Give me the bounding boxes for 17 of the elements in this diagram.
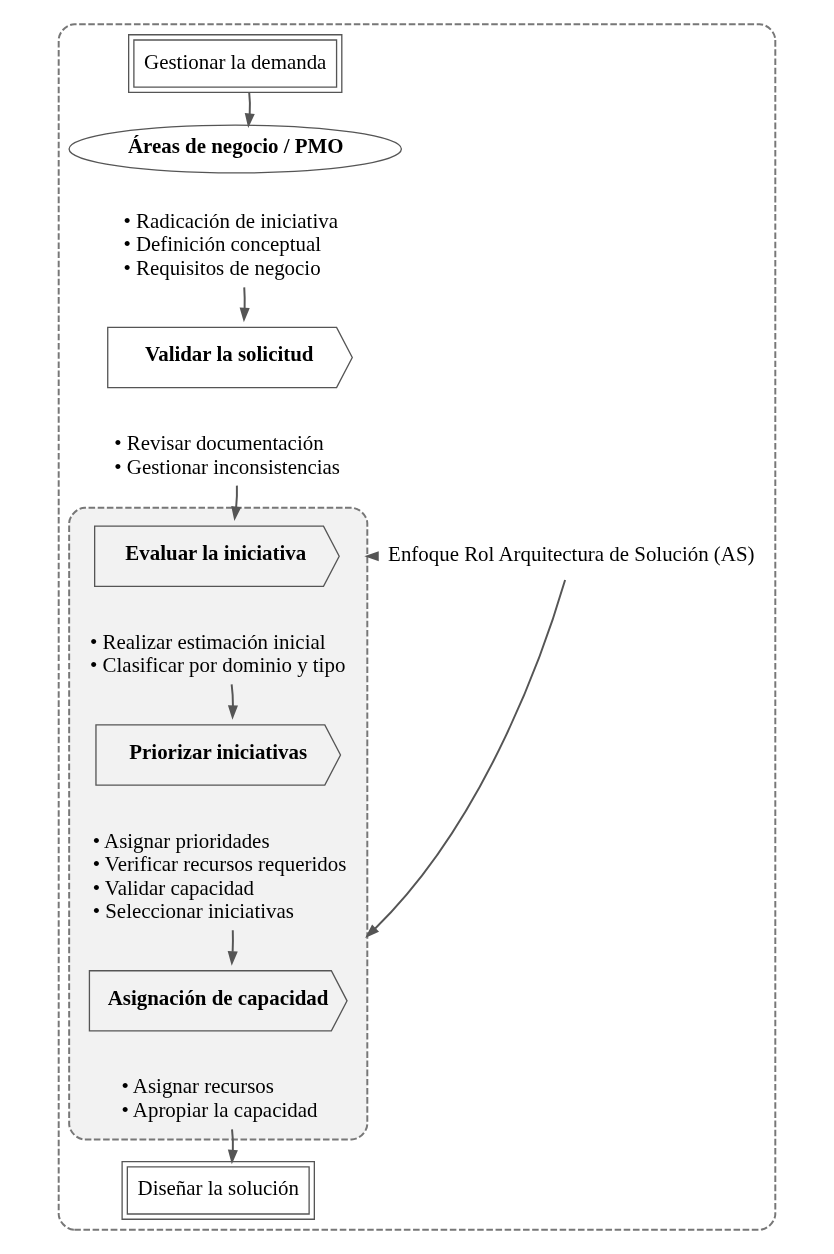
node-text: Enfoque Rol Arquitectura de Solución (AS): [388, 542, 755, 567]
arrow: [227, 929, 238, 966]
node-text: • Revisar documentación • Gestionar inconsistencias: [114, 431, 340, 479]
cluster: [57, 23, 777, 1231]
arrow: [239, 286, 250, 323]
node-text: • Asignar prioridades • Verificar recursos requeridos • Validar capacidad • Seleccionar iniciativas: [92, 828, 347, 924]
node-text: • Asignar recursos • Apropiar la capacidad: [121, 1074, 318, 1122]
node-text: • Realizar estimación inicial • Clasificar por dominio y tipo: [90, 629, 346, 678]
arrow: [231, 484, 242, 521]
arrow: [227, 1128, 238, 1165]
node-box: Gestionar la demanda: [128, 34, 343, 93]
arrow: [365, 579, 567, 939]
node-text: • Radicación de iniciativa • Definición conceptual • Requisitos de negocio: [123, 208, 338, 280]
node-box: Diseñar la solución: [121, 1161, 315, 1220]
arrow: [227, 683, 238, 720]
node-ellipse: Áreas de negocio / PMO: [68, 124, 403, 174]
arrow: [244, 91, 255, 128]
